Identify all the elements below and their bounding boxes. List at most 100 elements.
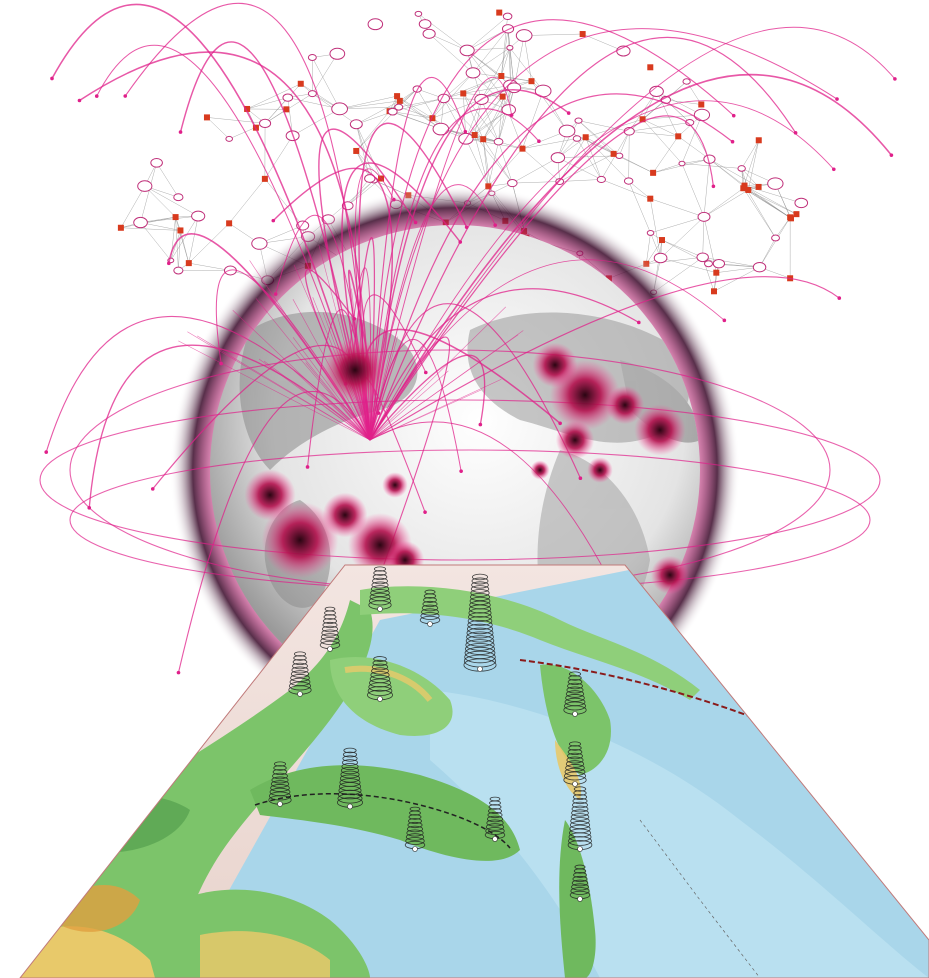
graph-node-red	[698, 101, 705, 108]
graph-edge	[140, 215, 199, 223]
graph-edge	[399, 100, 441, 130]
graph-node-red	[471, 132, 478, 139]
tower-ring	[406, 825, 424, 833]
graph-edge	[665, 99, 690, 123]
graph-node-red	[711, 288, 718, 295]
tower-base	[577, 846, 583, 852]
graph-node	[767, 177, 784, 190]
tower-ring	[291, 666, 309, 674]
connection-arc	[96, 44, 371, 441]
graph-edge	[228, 178, 266, 224]
arc-endpoint	[176, 670, 181, 675]
graph-edge	[443, 98, 467, 139]
tower-ring	[569, 820, 591, 830]
tower-ring	[289, 681, 311, 691]
arc-endpoint	[835, 97, 839, 101]
connection-arc	[369, 28, 838, 441]
graph-edge	[356, 100, 400, 125]
graph-edge	[646, 232, 651, 264]
tower-ring	[567, 682, 583, 690]
tower-ring	[337, 789, 363, 800]
graph-node	[704, 260, 713, 268]
hotspot-dot	[587, 457, 613, 483]
graph-edge	[467, 28, 509, 51]
tower-ring	[485, 823, 505, 831]
tower-ring	[486, 815, 504, 823]
tower-ring	[370, 585, 390, 593]
tower-ring	[373, 656, 387, 662]
graph-edge	[120, 227, 181, 231]
graph-edge	[716, 266, 760, 273]
graph-edge	[522, 138, 578, 149]
graph-edge	[259, 225, 303, 244]
graph-edge	[759, 237, 776, 268]
graph-edge	[144, 185, 176, 218]
graph-node-red	[650, 169, 657, 176]
graph-node-red	[244, 105, 251, 112]
graph-node-red	[639, 116, 646, 123]
tower-ring	[290, 670, 310, 678]
graph-edge	[661, 239, 703, 258]
graph-edge	[703, 189, 749, 218]
graph-edge	[628, 180, 651, 199]
arc-endpoint	[478, 422, 483, 427]
graph-edge	[465, 99, 482, 139]
tower-base	[377, 696, 383, 702]
tower-ring	[487, 811, 503, 819]
graph-edge	[629, 122, 690, 132]
tower-ring	[488, 808, 502, 814]
tower-ring	[370, 671, 390, 679]
tower-ring	[343, 747, 357, 754]
graph-node	[501, 104, 516, 116]
graph-node	[558, 124, 576, 138]
tower-ring	[568, 745, 582, 751]
water-shallow	[430, 690, 929, 978]
tower-ring	[290, 674, 310, 682]
graph-edge	[744, 185, 776, 239]
graph-node-red	[755, 137, 762, 144]
graph-node	[615, 152, 624, 159]
graph-edge	[585, 137, 602, 180]
graph-edge	[247, 83, 301, 110]
graph-edge	[709, 158, 759, 188]
graph-edge	[681, 163, 742, 169]
hotspot-dot	[605, 385, 645, 425]
graph-node-red	[498, 72, 505, 79]
arc-endpoint	[271, 218, 276, 223]
tower-ring	[572, 875, 588, 883]
tower-base	[492, 836, 498, 842]
arc-endpoint	[50, 76, 54, 81]
graph-edge	[775, 217, 791, 239]
tower-ring	[405, 833, 425, 841]
hub-ray	[255, 298, 371, 441]
graph-edge	[292, 108, 340, 136]
connection-arc	[369, 36, 797, 441]
graph-edge	[312, 57, 340, 109]
graph-edge	[287, 97, 340, 110]
arc-endpoint	[730, 139, 735, 144]
graph-edge	[264, 178, 303, 226]
island-central	[250, 765, 520, 861]
arc-endpoint	[509, 113, 514, 117]
graph-edge	[744, 185, 797, 215]
tower-ring	[570, 813, 590, 821]
graph-edge	[483, 109, 509, 140]
tower-ring	[565, 690, 585, 698]
graph-edge	[396, 95, 441, 130]
tower-base	[577, 896, 583, 902]
tower-ring	[372, 659, 388, 667]
graph-node	[682, 78, 691, 85]
graph-node-red	[496, 9, 503, 16]
tower-ring	[467, 619, 493, 631]
graph-edge	[650, 198, 661, 259]
tower-ring	[337, 793, 363, 804]
arc-endpoint	[77, 98, 82, 103]
tower-ring	[273, 761, 287, 767]
coastal-map	[19, 564, 929, 978]
graph-node-red	[745, 186, 752, 193]
hotspot-dot	[261, 501, 339, 579]
tower-base	[412, 846, 418, 852]
connection-arc	[369, 26, 896, 441]
graph-node-red	[283, 106, 290, 113]
connection-arc	[369, 338, 462, 472]
